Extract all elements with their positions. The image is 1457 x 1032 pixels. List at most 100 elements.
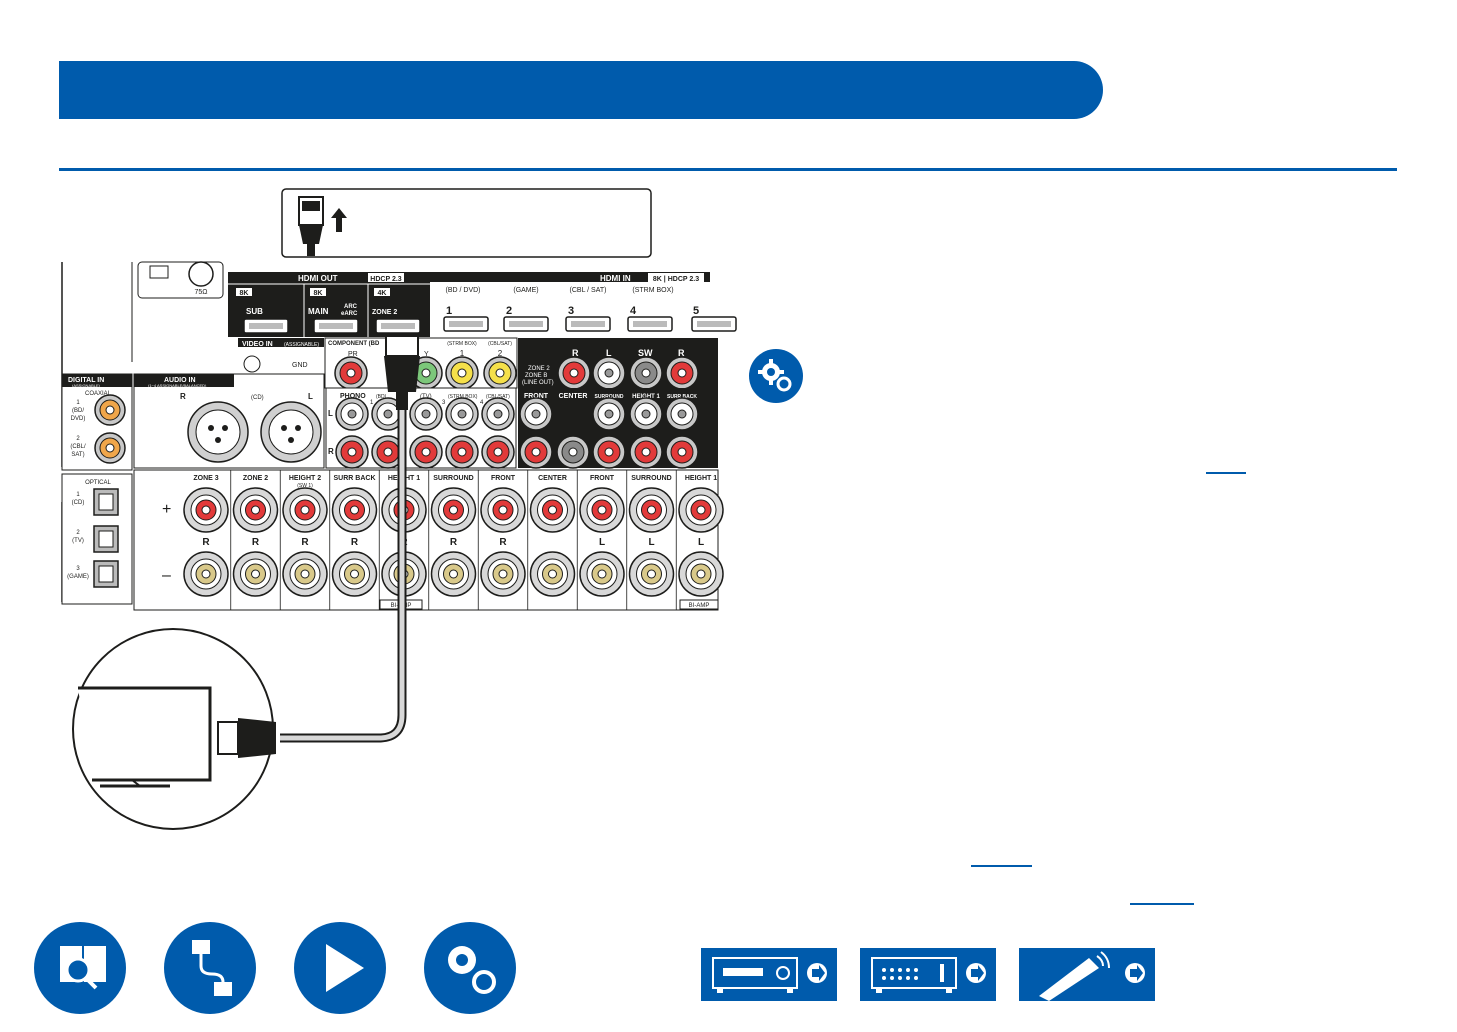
hdmi-out-main-res: 8K (314, 290, 323, 297)
settings-icon (448, 946, 496, 994)
component-y: Y (424, 351, 429, 358)
manual-search-button[interactable] (34, 922, 126, 1014)
hdmi-out-hdcp: HDCP 2.3 (370, 276, 401, 283)
hdmi-in-2-name: (GAME) (513, 287, 538, 294)
speaker-terminal-minus (628, 551, 675, 597)
component-pr: PR (348, 351, 358, 358)
phono-cbl: (CBL/SAT) (486, 394, 510, 400)
link-underline-2[interactable] (971, 865, 1032, 867)
coax2-name-b: SAT) (71, 452, 84, 458)
hdmi-out-zone2-name: ZONE 2 (372, 309, 397, 316)
hdmi-in-1-num: 1 (446, 305, 452, 317)
speaker-terminal-plus (678, 487, 724, 533)
zone2-line2: ZONE B (525, 373, 547, 379)
audio-in-label: AUDIO IN (164, 377, 196, 384)
speaker-minus: – (162, 567, 171, 584)
playback-icon (326, 944, 364, 992)
speaker-terminal-minus (678, 551, 724, 597)
speaker-col-name: HEIGHT 2 (289, 475, 321, 482)
connections-icon (192, 940, 232, 996)
zone2-r2: R (678, 348, 685, 358)
hdmi-in-4-name: (STRM BOX) (632, 287, 673, 294)
speaker-plus: + (162, 501, 171, 518)
video-in-gnd: GND (292, 362, 308, 369)
gear-icon (749, 349, 803, 403)
phono-strm: (STRM BOX) (448, 394, 478, 400)
speaker-channel-label: R (351, 537, 359, 548)
opt3-num: 3 (76, 566, 80, 572)
hdmi-plug-icon (298, 196, 324, 256)
speaker-col-name: ZONE 2 (243, 475, 268, 482)
antenna-ohm-label: 75Ω (194, 289, 207, 296)
zone2-line3: (LINE OUT) (522, 380, 554, 386)
zone2-r: R (572, 348, 579, 358)
preout-height1: HEIGHT 1 (632, 394, 660, 400)
speaker-channel-label: R (202, 537, 210, 548)
audio-in-sub: (1~4 ASSIGNABLE/BALANCED) (148, 383, 207, 388)
phono-r: R (328, 447, 334, 456)
remote-control-icon (1039, 951, 1145, 1001)
speaker-col-name: ZONE 3 (193, 475, 218, 482)
remote-control-button[interactable] (1019, 948, 1155, 1001)
speaker-terminal-plus (579, 487, 625, 533)
zone2-sw: SW (638, 348, 653, 358)
preout-front: FRONT (524, 393, 549, 400)
speaker-channel-label: L (648, 537, 654, 548)
preout-center: CENTER (559, 393, 588, 400)
phono-n3: 3 (442, 400, 446, 406)
speaker-terminal-minus (579, 551, 625, 597)
speaker-col-name: HEIGHT 1 (685, 475, 717, 482)
coax1-name-a: (BD/ (72, 408, 84, 414)
phono-label: PHONO (340, 393, 366, 400)
video-in-label: VIDEO IN (242, 341, 273, 348)
speaker-terminal-minus (529, 551, 576, 597)
speaker-channel-label: L (599, 537, 605, 548)
speaker-col-name: SURROUND (433, 475, 473, 482)
speaker-channel-label: R (450, 537, 458, 548)
manual-search-icon (60, 946, 106, 990)
hdmi-out-label: HDMI OUT (298, 274, 338, 283)
section-divider (59, 168, 1397, 171)
link-underline-3[interactable] (1130, 903, 1194, 905)
preout-surround: SURROUND (595, 394, 624, 400)
speaker-col-name: FRONT (590, 475, 615, 482)
phono-n4: 4 (480, 400, 484, 406)
playback-button[interactable] (294, 922, 386, 1014)
audio-in-r: R (180, 392, 186, 401)
speaker-channel-label: R (301, 537, 309, 548)
speaker-col-name: SURR BACK (334, 475, 376, 482)
speaker-channel-label: L (698, 537, 704, 548)
rear-panel-icon (871, 957, 986, 993)
settings-button[interactable] (424, 922, 516, 1014)
front-panel-button[interactable] (701, 948, 837, 1001)
hdmi-in-4-num: 4 (630, 305, 637, 317)
hdmi-out-main-name: MAIN (308, 307, 329, 316)
hdmi-plug-top (384, 335, 420, 410)
connections-button[interactable] (164, 922, 256, 1014)
front-panel-icon (712, 957, 827, 993)
hdmi-out-zone2-res: 4K (378, 290, 387, 297)
speaker-col-name: FRONT (491, 475, 516, 482)
hdmi-out-earc: eARC (341, 311, 358, 317)
page-number (1440, 0, 1457, 24)
opt1-num: 1 (76, 492, 80, 498)
hdmi-in-label: HDMI IN (600, 274, 631, 283)
component-c2-num: 2 (498, 349, 503, 358)
zone2-line1: ZONE 2 (528, 366, 550, 372)
speaker-col-sub: (SW 1) (297, 483, 313, 489)
coax1-name-b: DVD) (71, 416, 86, 422)
rear-panel-button[interactable] (860, 948, 996, 1001)
opt2-name: (TV) (72, 538, 84, 544)
hdmi-in-3-num: 3 (568, 305, 574, 317)
digital-in-sub: (ASSIGNABLE) (72, 383, 101, 388)
speaker-terminal-plus (628, 487, 675, 533)
hdmi-out-sub-res: 8K (240, 290, 249, 297)
cable-direction-legend (281, 188, 652, 258)
preout-surrback: SURR BACK (667, 394, 697, 400)
link-underline-1[interactable] (1206, 472, 1246, 474)
optical-label: OPTICAL (85, 480, 111, 486)
biamp-label-2: BI-AMP (689, 603, 710, 609)
coax2-name-a: (CBL/ (70, 444, 86, 450)
coax1-num: 1 (76, 400, 80, 406)
video-in-sub: (ASSIGNABLE) (284, 342, 319, 348)
